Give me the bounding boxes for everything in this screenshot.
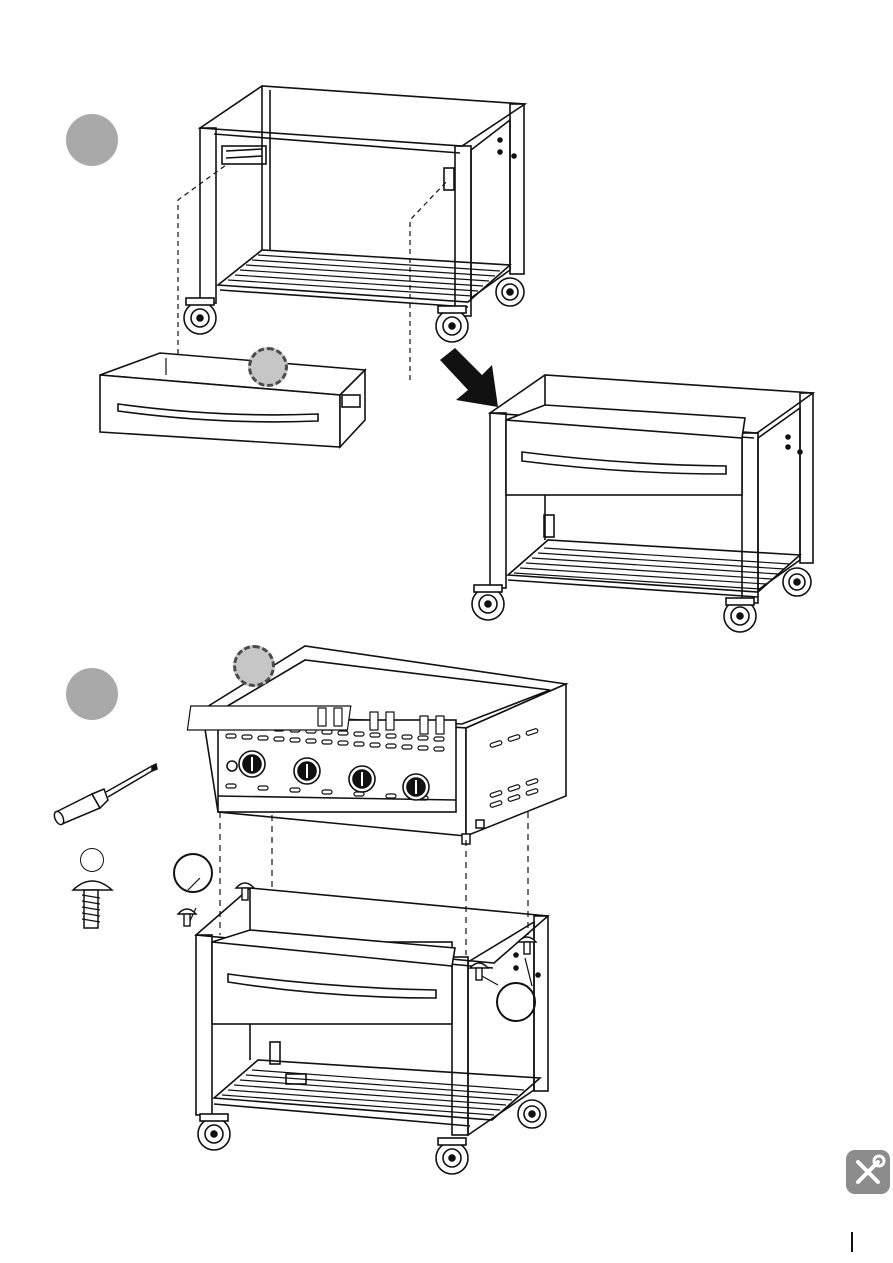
tools-icon (846, 1150, 890, 1194)
page-number-rule (851, 1232, 853, 1252)
